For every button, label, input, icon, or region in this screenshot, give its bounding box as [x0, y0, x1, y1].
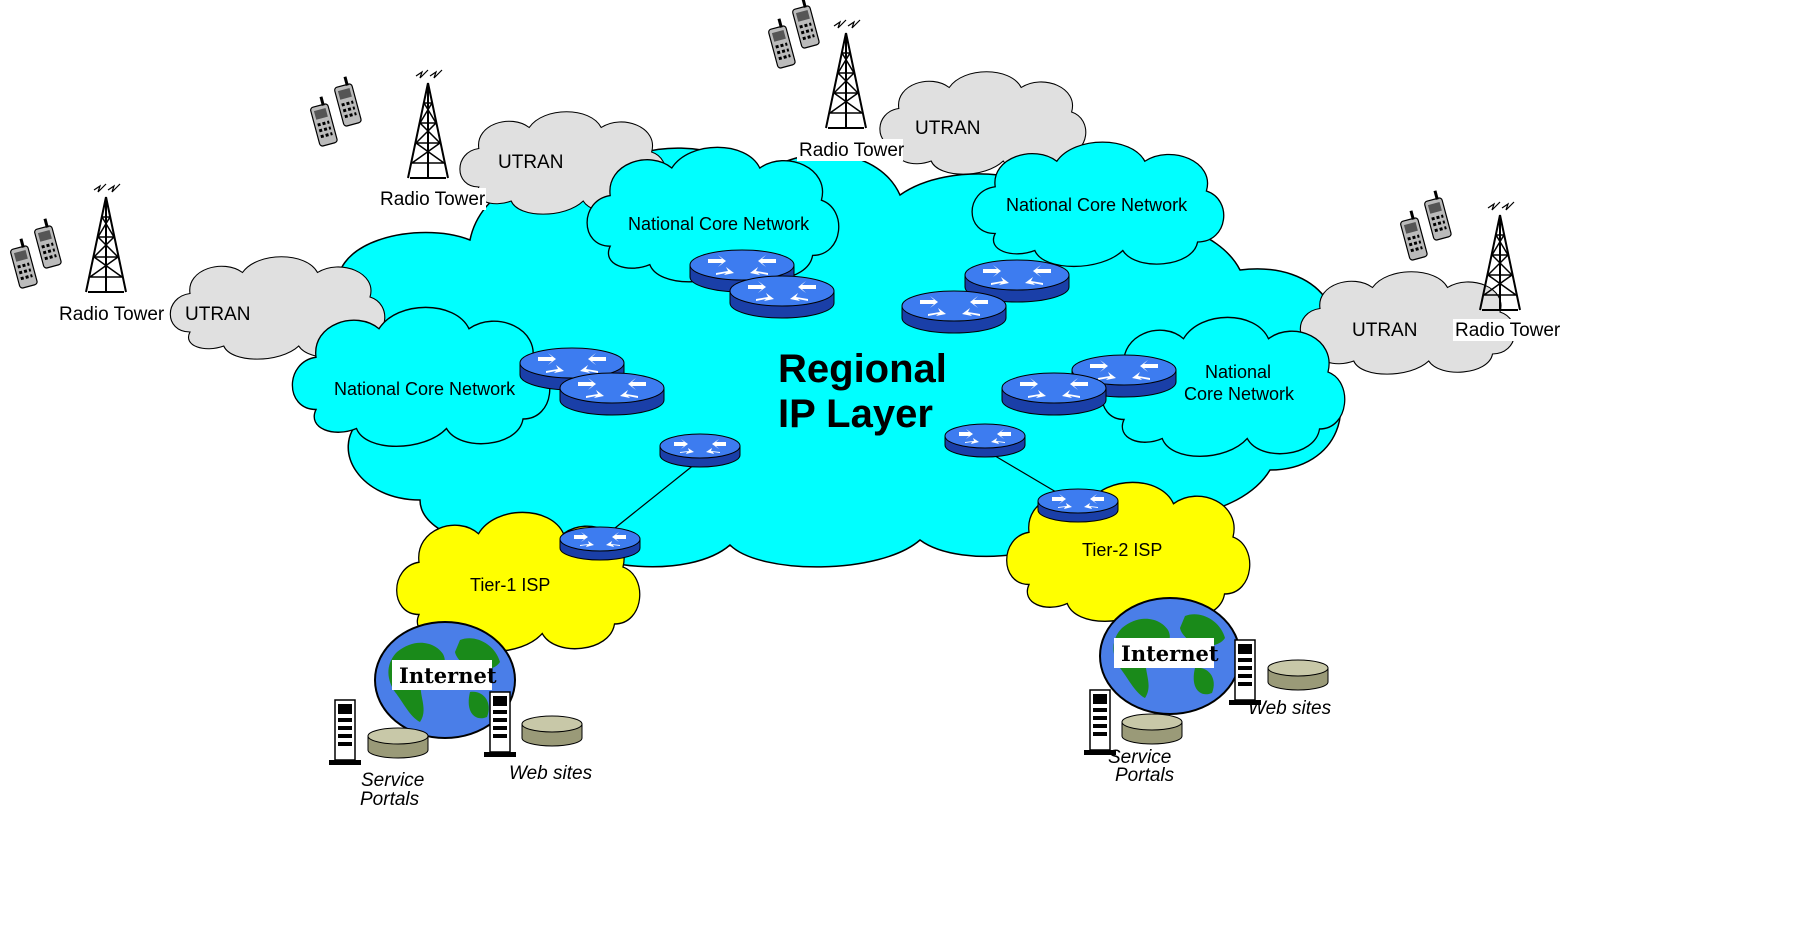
web-sites-label-left: Web sites	[509, 763, 593, 784]
cell-phone-icon-upper-left	[307, 75, 363, 148]
server-icon-service-left	[328, 699, 362, 766]
cell-phone-icon-right	[1397, 189, 1453, 262]
national-core-cloud-left	[291, 306, 551, 448]
title-line-1: Regional	[778, 347, 947, 391]
national-core-label-left: National Core Network	[334, 379, 516, 399]
router-edge-right	[944, 423, 1026, 458]
radio-tower-label-upper-left: Radio Tower	[380, 189, 486, 210]
tier1-isp-label: Tier-1 ISP	[470, 575, 550, 595]
tier2-isp-label: Tier-2 ISP	[1082, 540, 1162, 560]
national-core-label-top-right: National Core Network	[1006, 195, 1188, 215]
cell-phone-icon-top	[765, 0, 821, 70]
radio-tower-label-left: Radio Tower	[59, 304, 165, 325]
internet-label-left: Internet	[399, 663, 497, 688]
radio-tower-icon-left	[85, 183, 127, 293]
radio-tower-icon-right	[1479, 201, 1521, 311]
router-tier1	[559, 526, 641, 561]
utran-label-left: UTRAN	[185, 304, 250, 325]
utran-label-upper-left: UTRAN	[498, 152, 563, 173]
router-core-left-2	[559, 372, 665, 416]
radio-tower-label-right: Radio Tower	[1455, 320, 1561, 341]
service-label-right: Service	[1108, 747, 1171, 768]
disk-icon-web-right	[1267, 659, 1329, 691]
router-right-2	[1001, 372, 1107, 416]
web-sites-label-right: Web sites	[1248, 698, 1332, 719]
router-edge-left	[659, 433, 741, 468]
internet-label-box-left	[392, 660, 492, 690]
radio-tower-icon-upper-left	[407, 69, 449, 179]
service-label-left: Service	[361, 770, 424, 791]
national-core-label-right-2: Core Network	[1184, 384, 1295, 404]
internet-label-right: Internet	[1121, 641, 1219, 666]
portals-label-left: Portals	[360, 789, 420, 810]
disk-icon-web-left	[521, 715, 583, 747]
national-core-label-right-1: National	[1205, 362, 1271, 382]
disk-icon-service-right	[1121, 713, 1183, 745]
router-top-right-2	[901, 290, 1007, 334]
utran-cloud-top	[879, 71, 1087, 175]
radio-tower-icon-top	[825, 19, 867, 129]
portals-label-right: Portals	[1115, 765, 1175, 786]
server-icon-service-right	[1083, 689, 1117, 756]
utran-label-top: UTRAN	[915, 118, 980, 139]
internet-label-box-right	[1114, 638, 1214, 668]
utran-label-right: UTRAN	[1352, 320, 1417, 341]
router-top-left-2	[729, 275, 835, 319]
title-line-2: IP Layer	[778, 392, 933, 436]
link-tier1	[599, 459, 701, 541]
national-core-label-top-left: National Core Network	[628, 214, 810, 234]
router-tier2	[1037, 488, 1119, 523]
radio-tower-label-top: Radio Tower	[799, 140, 905, 161]
disk-icon-service-left	[367, 727, 429, 759]
cell-phone-icon-left	[7, 217, 63, 290]
